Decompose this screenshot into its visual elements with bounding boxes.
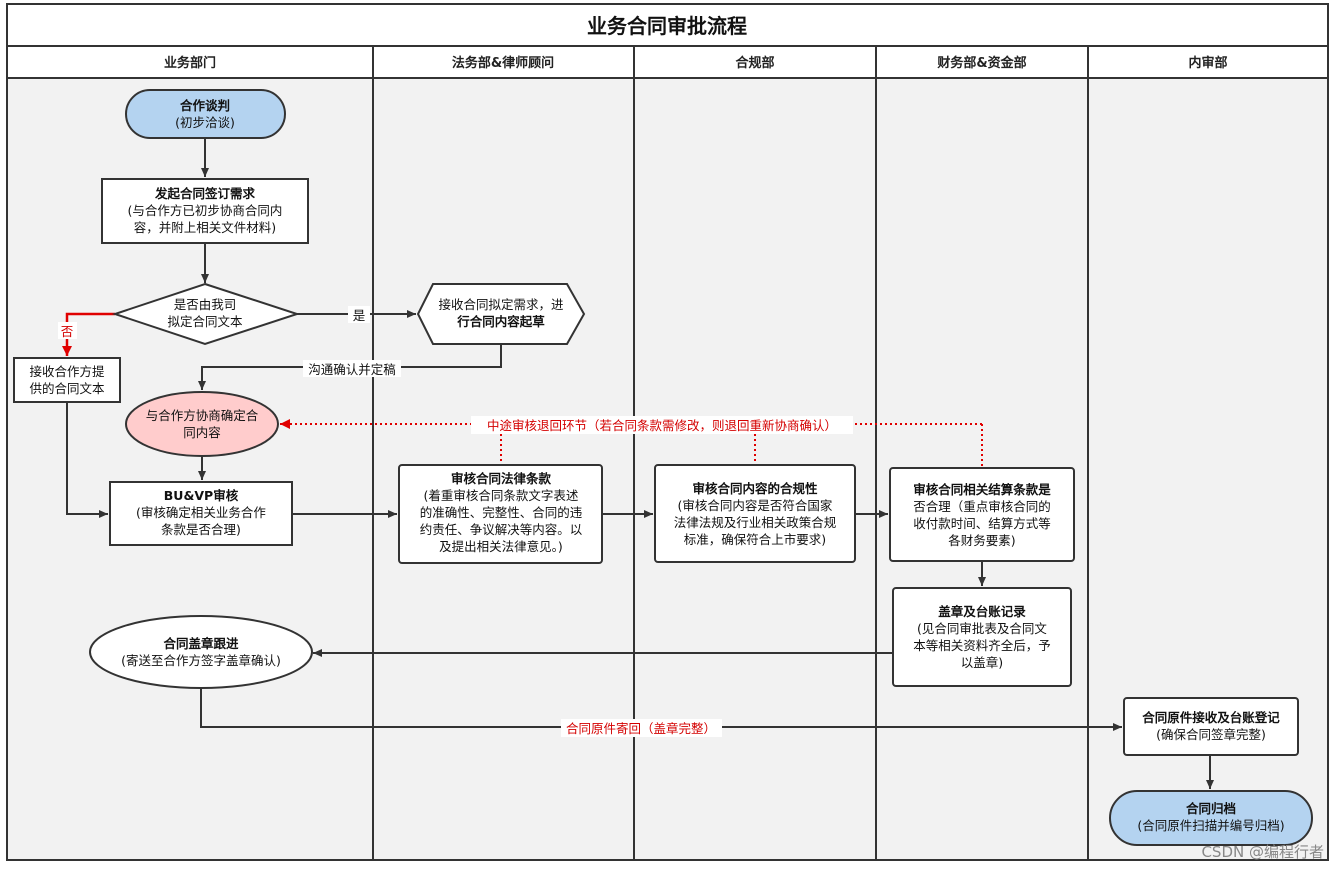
lane-header-audit: 内审部	[1188, 55, 1227, 71]
node-contract-request-text: (与合作方已初步协商合同内	[128, 203, 283, 218]
node-original-receive-text: (确保合同签章完整)	[1156, 727, 1266, 742]
node-drafting-text: 接收合同拟定需求，进	[438, 297, 564, 312]
node-confirm-content-text: 与合作方协商确定合	[146, 408, 259, 423]
label-send-back: 合同原件寄回（盖章完整）	[566, 721, 716, 736]
label-no: 否	[61, 324, 74, 339]
watermark: CSDN @编程行者	[1201, 843, 1324, 861]
node-negotiation-shape	[125, 89, 286, 139]
node-finance-review-text: 收付款时间、结算方式等	[913, 516, 1051, 531]
node-partner-text-text: 接收合作方提	[29, 364, 105, 379]
edge-decision-no	[62, 312, 115, 356]
node-finance-review-text: 各财务要素)	[948, 533, 1015, 548]
node-archive-text: (合同原件扫描并编号归档)	[1137, 818, 1284, 833]
node-stamp-record-title: 盖章及台账记录	[938, 604, 1026, 619]
connectors	[66, 138, 1214, 789]
node-bu-vp-review-shape	[109, 481, 293, 546]
edge-partner-text-to-bu	[66, 402, 108, 518]
lane-header-legal: 法务部&律师顾问	[452, 55, 554, 71]
node-confirm-content-text: 同内容	[183, 425, 221, 440]
node-stamp-record-text: 本等相关资料齐全后，予	[913, 638, 1051, 653]
label-return: 中途审核退回环节（若合同条款需修改，则退回重新协商确认）	[487, 418, 837, 433]
node-legal-review-title: 审核合同法律条款	[451, 471, 552, 486]
node-legal-review-text: 约责任、争议解决等内容。以	[420, 522, 583, 537]
node-confirm-content-shape	[125, 391, 279, 457]
lane-header-finance: 财务部&资金部	[937, 55, 1026, 71]
node-decision-shape	[111, 282, 301, 346]
label-yes: 是	[353, 308, 366, 323]
node-stamp-record-text: 以盖章)	[961, 655, 1003, 670]
label-confirm: 沟通确认并定稿	[308, 362, 396, 377]
node-finance-review-text: 否合理（重点审核合同的	[913, 499, 1051, 514]
node-partner-text-text: 供的合同文本	[29, 381, 105, 396]
node-contract-request-shape	[101, 178, 309, 244]
node-legal-review-text: (着重审核合同条款文字表述	[424, 488, 579, 503]
node-stamp-followup-shape	[89, 615, 313, 689]
node-finance-review-title: 审核合同相关结算条款是	[913, 482, 1051, 497]
node-compliance-review-title: 审核合同内容的合规性	[692, 481, 818, 496]
node-bu-vp-review-text: 条款是否合理)	[161, 522, 241, 537]
node-stamp-record-shape	[892, 587, 1072, 687]
node-bu-vp-review-text: (审核确定相关业务合作	[136, 505, 266, 520]
node-finance-review-shape	[889, 467, 1075, 562]
node-drafting-shape	[416, 283, 586, 345]
node-drafting-text: 行合同内容起草	[456, 314, 545, 329]
node-original-receive-title: 合同原件接收及台账登记	[1142, 710, 1280, 725]
node-legal-review-shape	[398, 464, 603, 564]
edge-followup-to-receive	[200, 688, 1122, 731]
node-decision-text: 拟定合同文本	[167, 314, 243, 329]
node-legal-review-text: 及提出相关法律意见。)	[439, 539, 563, 554]
node-original-receive-shape	[1123, 697, 1299, 756]
node-decision-text: 是否由我司	[174, 297, 237, 312]
node-compliance-review-text: (审核合同内容是否符合国家	[678, 498, 833, 513]
node-legal-review-text: 的准确性、完整性、合同的违	[420, 505, 583, 520]
node-stamp-record-text: (见合同审批表及合同文	[917, 621, 1047, 636]
node-compliance-review-text: 法律法规及行业相关政策合规	[674, 515, 837, 530]
diagram-title: 业务合同审批流程	[587, 14, 747, 38]
node-archive-title: 合同归档	[1186, 801, 1236, 816]
lane-header-business: 业务部门	[164, 55, 216, 71]
node-bu-vp-review-title: BU&VP审核	[164, 488, 239, 503]
node-contract-request-text: 容，并附上相关文件材料)	[134, 220, 276, 235]
lane-header-compliance: 合规部	[735, 55, 774, 71]
node-partner-text-shape	[13, 357, 121, 403]
node-compliance-review-shape	[654, 464, 856, 563]
node-negotiation-title: 合作谈判	[180, 98, 230, 113]
node-archive-shape	[1109, 790, 1313, 846]
node-negotiation-text: (初步洽谈)	[175, 115, 235, 130]
node-contract-request-title: 发起合同签订需求	[154, 186, 256, 201]
node-compliance-review-text: 标准，确保符合上市要求)	[684, 532, 826, 547]
node-stamp-followup-title: 合同盖章跟进	[163, 636, 239, 651]
node-stamp-followup-text: (寄送至合作方签字盖章确认)	[121, 653, 281, 668]
